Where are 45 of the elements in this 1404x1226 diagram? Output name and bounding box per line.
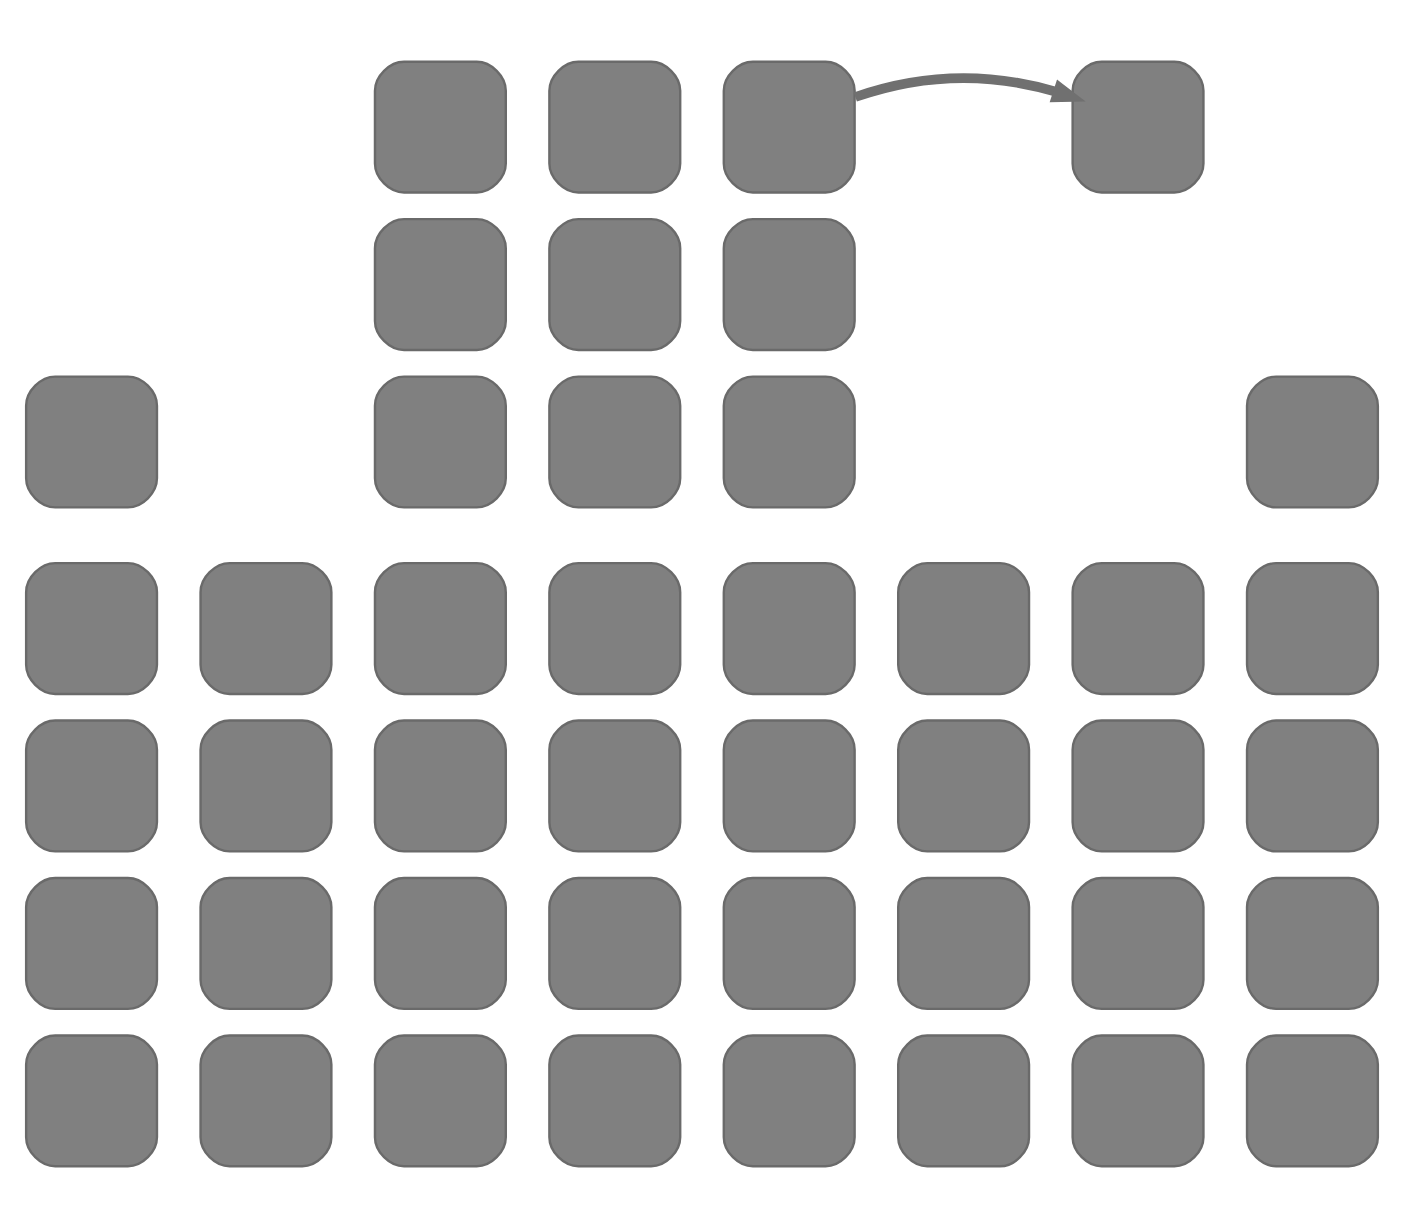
node-box — [722, 216, 856, 351]
node-box — [548, 374, 682, 508]
node-box — [1245, 560, 1380, 695]
node-box — [722, 59, 856, 193]
node-box — [373, 59, 507, 193]
node-box — [24, 374, 159, 508]
node-box — [1071, 718, 1205, 852]
node-box — [897, 1033, 1031, 1167]
node-box — [373, 216, 507, 351]
node-box — [199, 560, 333, 695]
node-box — [722, 718, 856, 852]
node-box — [199, 875, 333, 1010]
node-box — [1245, 718, 1380, 852]
node-box — [1245, 875, 1380, 1010]
node-box — [548, 216, 682, 351]
node-box — [24, 718, 159, 852]
node-box — [548, 560, 682, 695]
node-box — [373, 560, 507, 695]
node-box — [1245, 1033, 1380, 1167]
node-box — [24, 560, 159, 695]
node-box — [722, 875, 856, 1010]
node-box — [1071, 59, 1205, 193]
node-box — [373, 718, 507, 852]
node-box — [373, 875, 507, 1010]
node-box — [199, 1033, 333, 1167]
node-box — [548, 875, 682, 1010]
node-box — [722, 374, 856, 508]
node-box — [722, 1033, 856, 1167]
node-box — [722, 560, 856, 695]
node-box — [1071, 560, 1205, 695]
node-box — [1071, 875, 1205, 1010]
node-box — [548, 718, 682, 852]
node-box — [24, 1033, 159, 1167]
node-box — [548, 59, 682, 193]
node-box — [897, 718, 1031, 852]
node-box — [1071, 1033, 1205, 1167]
node-box — [373, 374, 507, 508]
node-box — [24, 875, 159, 1010]
node-box — [897, 875, 1031, 1010]
node-box — [548, 1033, 682, 1167]
node-box — [1245, 374, 1380, 508]
node-box — [373, 1033, 507, 1167]
node-box — [897, 560, 1031, 695]
node-box — [199, 718, 333, 852]
arrow — [853, 72, 1086, 102]
